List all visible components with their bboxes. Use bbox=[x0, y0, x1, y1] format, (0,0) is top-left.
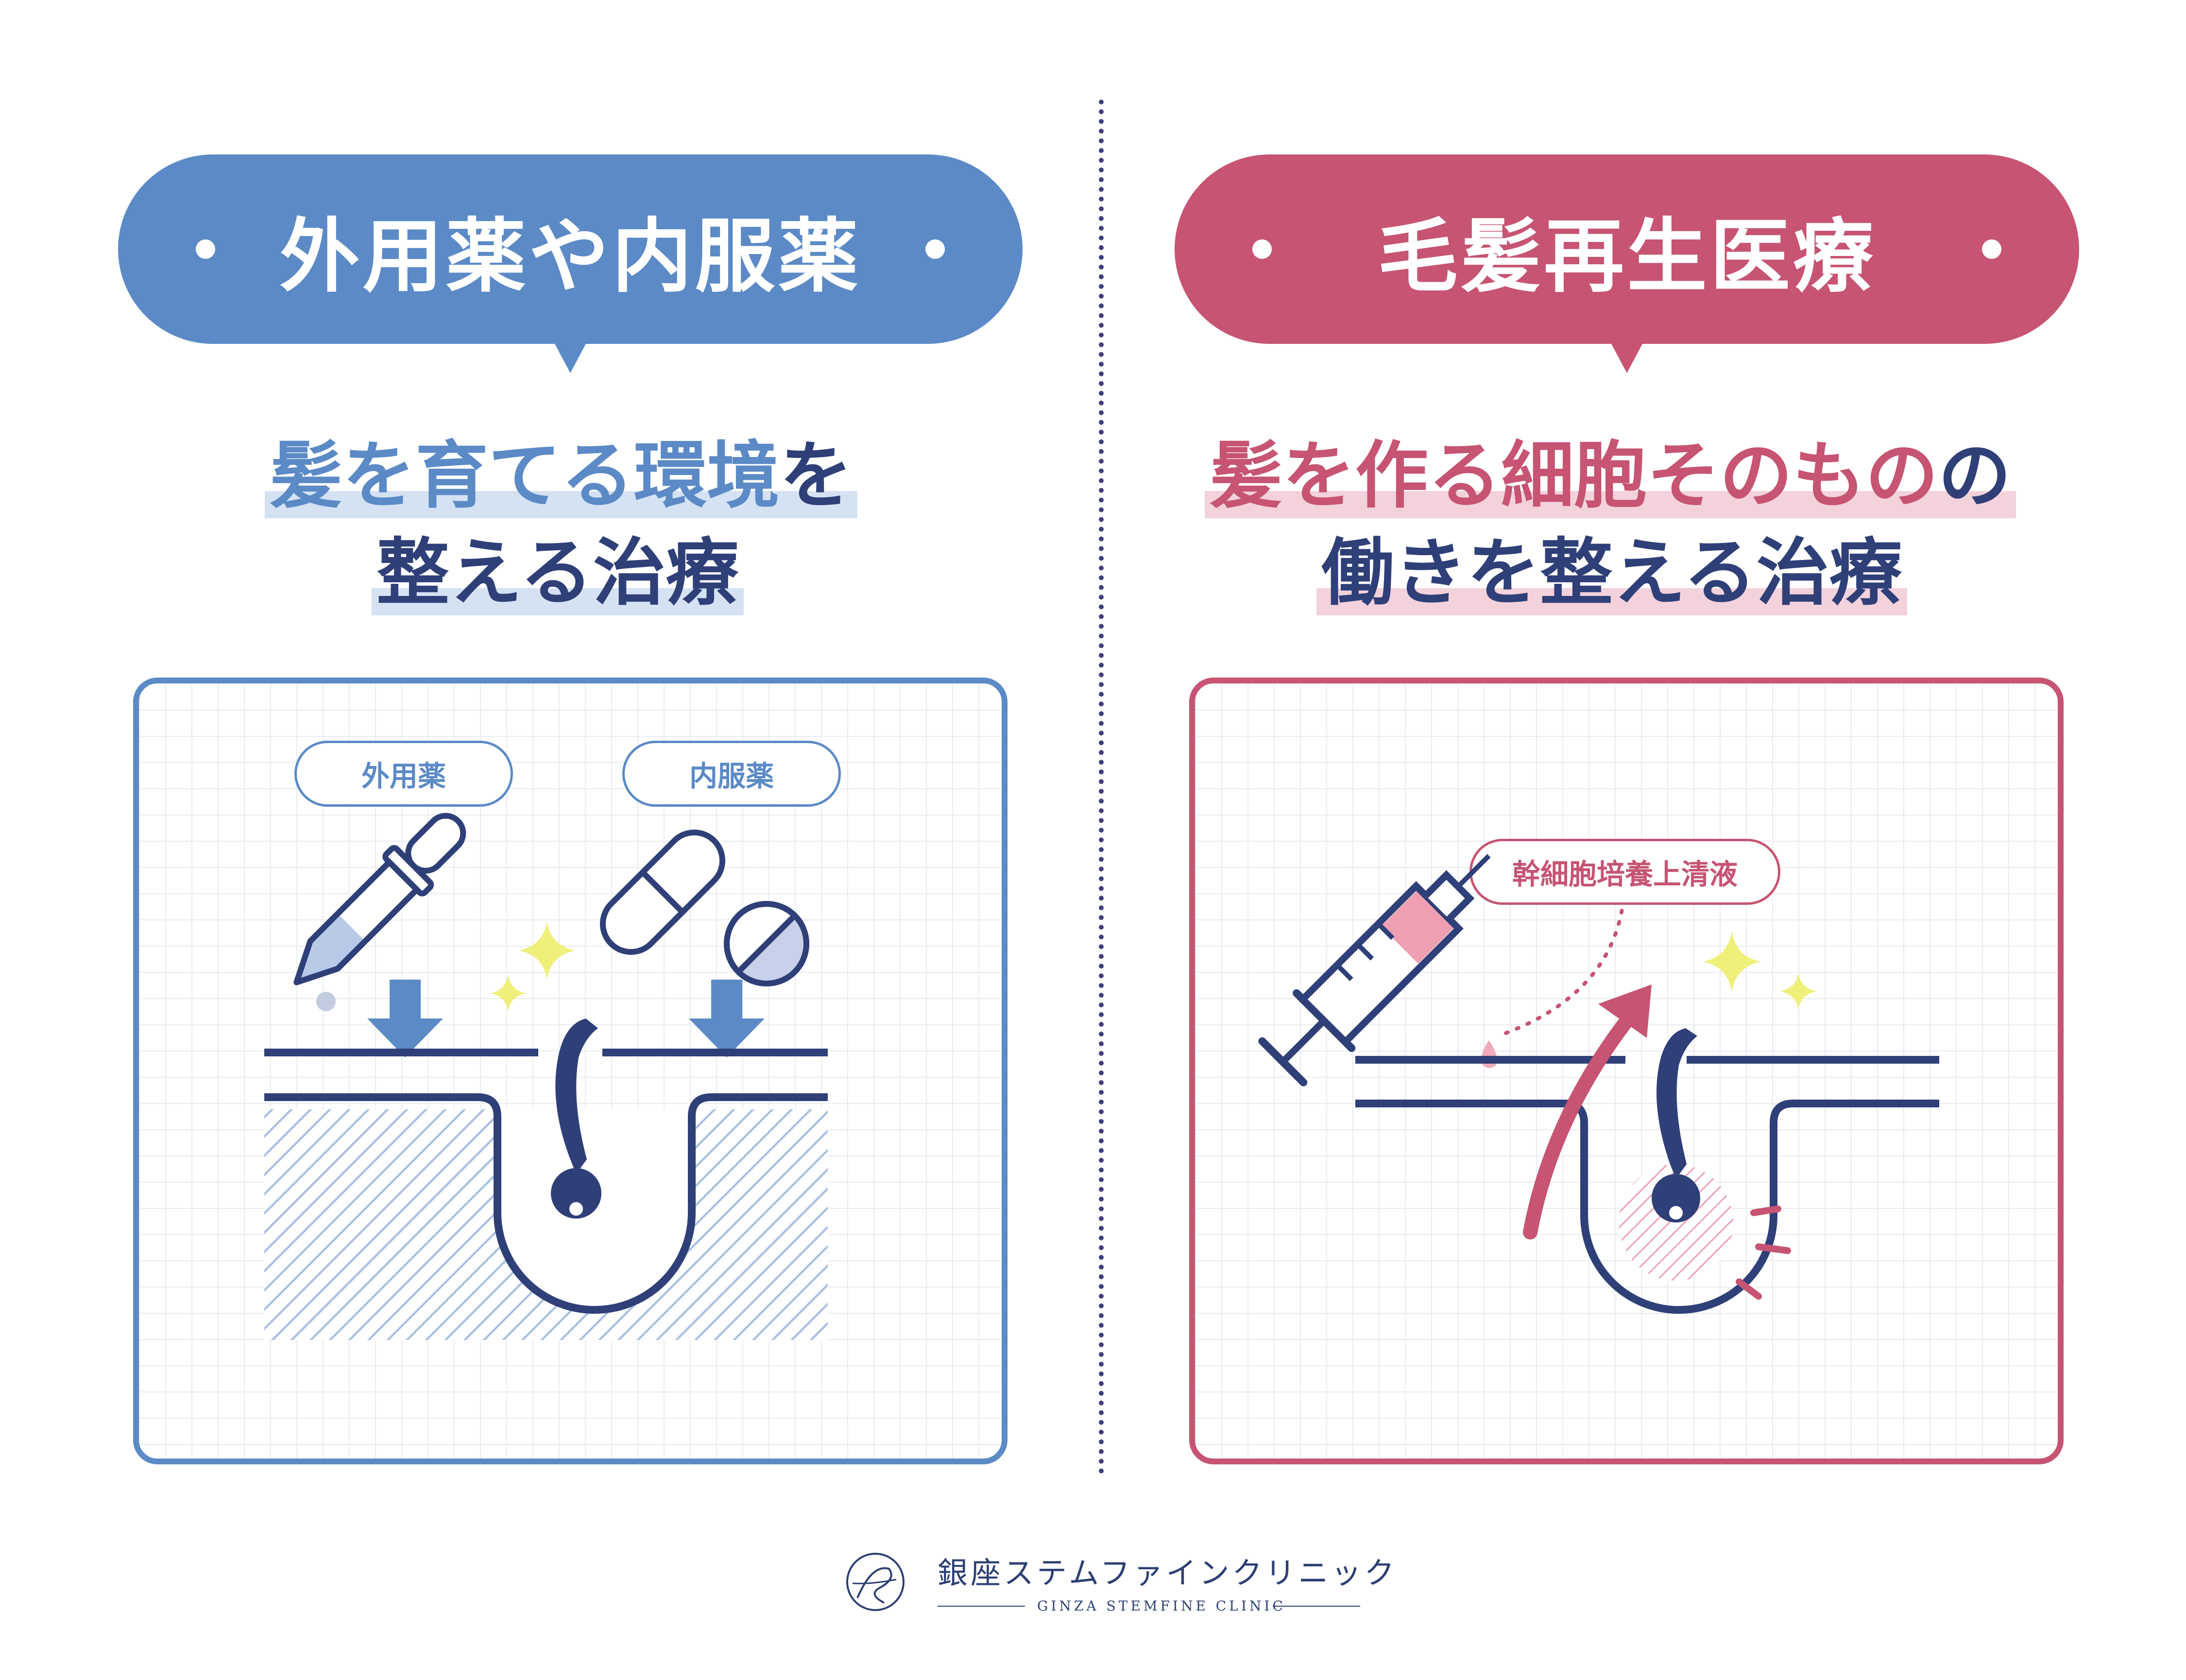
left-bubble-dot-right bbox=[925, 239, 945, 259]
leader-line-dotted bbox=[1504, 905, 1624, 1035]
left-subtitle-highlight-2 bbox=[372, 588, 744, 615]
sparkle-icon bbox=[1703, 931, 1817, 1010]
right-bubble-dot-left bbox=[1252, 239, 1272, 259]
emphasis-marks bbox=[1736, 1205, 1791, 1300]
clinic-logo-rule-left bbox=[938, 1606, 1025, 1607]
clinic-logo-rule-right bbox=[1273, 1606, 1360, 1607]
right-tag-serum-text: 幹細胞培養上清液 bbox=[1512, 858, 1738, 891]
left-subtitle-highlight-1 bbox=[265, 491, 858, 518]
left-panel: 外用薬 内服薬 bbox=[133, 678, 1008, 1464]
right-subtitle-highlight-2 bbox=[1316, 588, 1907, 615]
left-subtitle-highlight-text: 髪を育てる環境 bbox=[270, 434, 780, 518]
clinic-logo-icon bbox=[846, 1553, 905, 1611]
clinic-name-jp: 銀座ステムファインクリニック bbox=[938, 1555, 1398, 1591]
hair-follicle-icon bbox=[1355, 1028, 1939, 1314]
right-panel: 幹細胞培養上清液 bbox=[1189, 678, 2064, 1464]
center-divider bbox=[1099, 100, 1104, 1474]
left-illustration bbox=[264, 813, 828, 1340]
arrow-up-icon bbox=[1523, 984, 1652, 1239]
right-bubble-tail bbox=[1611, 344, 1642, 373]
left-bubble-tail bbox=[555, 344, 586, 373]
tablet-icon bbox=[724, 901, 809, 986]
right-subtitle-highlight-1 bbox=[1205, 491, 2016, 518]
right-subtitle-line2-text: 働きを整える治療 bbox=[1321, 531, 1902, 615]
left-subtitle-line2: 整える治療 bbox=[372, 537, 744, 615]
syringe-icon bbox=[1258, 854, 1498, 1086]
clinic-name-en: GINZA STEMFINE CLINIC bbox=[1037, 1598, 1286, 1614]
left-subtitle-rest-text: を bbox=[780, 434, 853, 518]
dropper-icon bbox=[293, 813, 466, 1011]
left-heading-bubble: 外用薬や内服薬 bbox=[118, 154, 1023, 373]
left-subtitle-line1: 髪を育てる環境を bbox=[265, 440, 858, 518]
right-subtitle-highlight-text: 髪を作る細胞そのもの bbox=[1210, 434, 1939, 518]
right-heading: 毛髪再生医療 bbox=[1378, 209, 1876, 303]
sparkle-icon bbox=[490, 921, 575, 1012]
right-illustration bbox=[1258, 854, 1939, 1314]
right-subtitle-rest-text: の bbox=[1938, 434, 2012, 518]
left-bubble-dot-left bbox=[196, 239, 215, 259]
left-tag-topical: 外用薬 bbox=[294, 741, 513, 807]
left-tag-topical-text: 外用薬 bbox=[361, 760, 446, 793]
right-subtitle-line2: 働きを整える治療 bbox=[1316, 537, 1907, 615]
hair-follicle-icon bbox=[264, 1018, 828, 1314]
right-tag-serum: 幹細胞培養上清液 bbox=[1469, 839, 1780, 905]
left-subtitle-line2-text: 整える治療 bbox=[376, 531, 739, 615]
arrow-down-icon bbox=[367, 980, 765, 1057]
right-subtitle-line1: 髪を作る細胞そのものの bbox=[1205, 440, 2016, 518]
right-bubble-dot-right bbox=[1982, 239, 2001, 259]
right-heading-bubble: 毛髪再生医療 bbox=[1175, 154, 2079, 373]
left-tag-oral: 内服薬 bbox=[622, 741, 841, 807]
left-heading: 外用薬や内服薬 bbox=[279, 209, 861, 303]
capsule-icon bbox=[599, 829, 726, 955]
left-tag-oral-text: 内服薬 bbox=[689, 760, 774, 793]
